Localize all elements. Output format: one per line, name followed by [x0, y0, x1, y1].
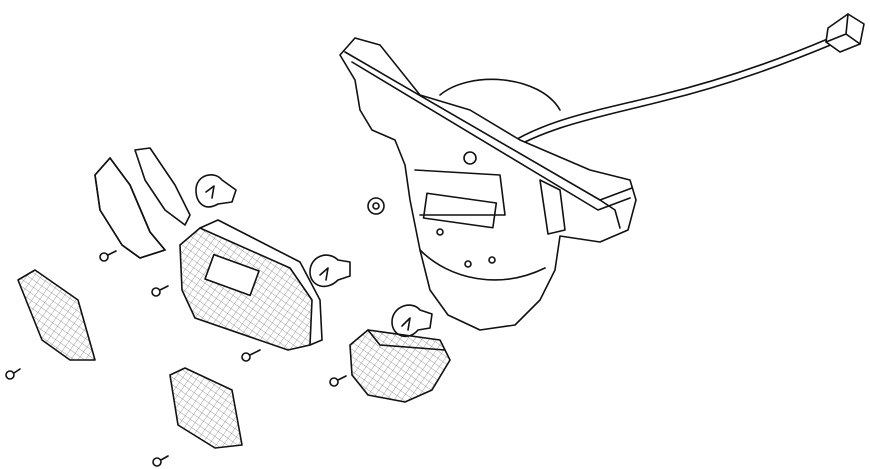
nut: [367, 197, 385, 215]
rear-fender-bracket: [339, 37, 637, 331]
screw: [5, 368, 21, 380]
turn-signal-left-rear: [17, 269, 96, 361]
bulb: [391, 304, 433, 338]
screw: [99, 250, 117, 262]
screw: [329, 375, 347, 387]
bulb: [195, 174, 237, 208]
turn-signal-right: [349, 329, 451, 403]
turn-signal-left-front: [94, 147, 191, 259]
bulb: [309, 254, 351, 288]
screw: [151, 285, 169, 297]
screw: [152, 455, 169, 467]
wiring-harness: [439, 37, 834, 157]
license-plate-light-lens: [179, 219, 323, 351]
connector: [825, 13, 865, 53]
screw: [241, 349, 261, 362]
turn-signal-bottom: [169, 367, 243, 449]
